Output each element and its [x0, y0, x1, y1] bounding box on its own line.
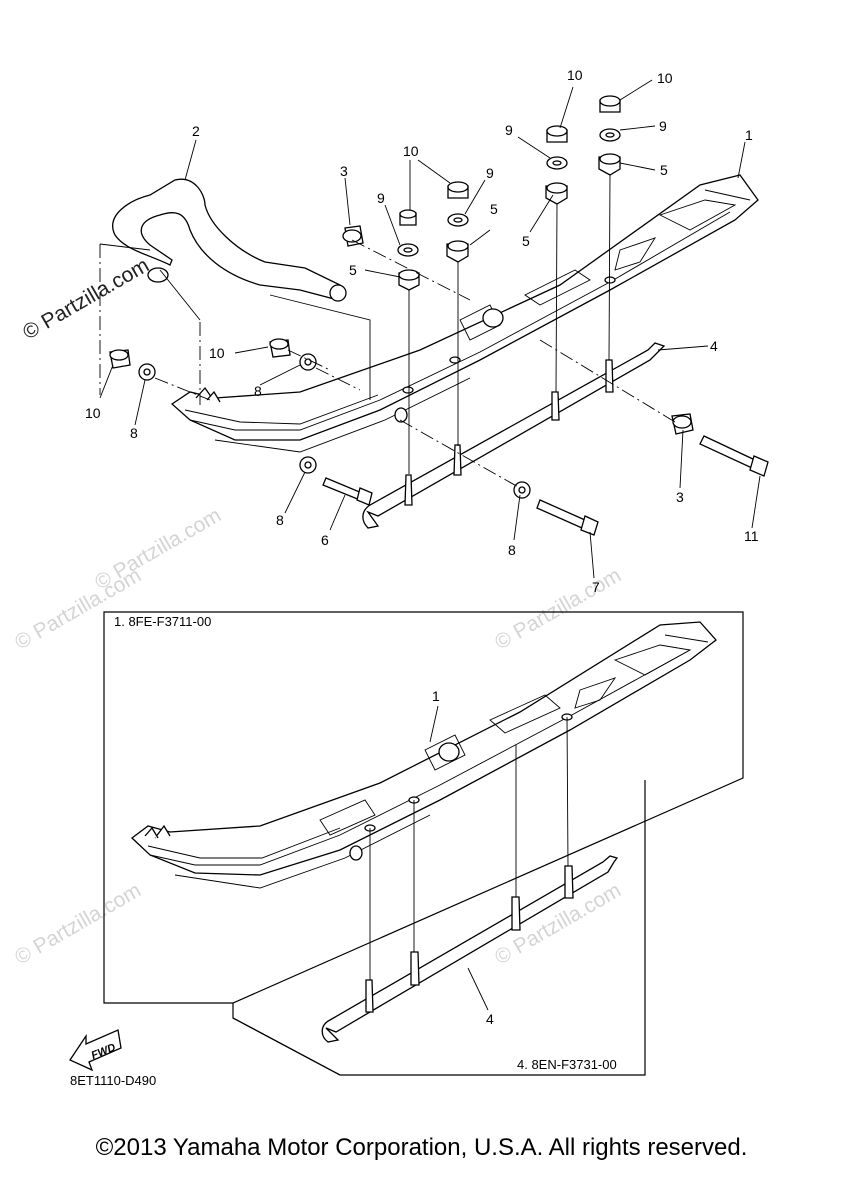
- watermark: © Partzilla.com: [91, 504, 225, 595]
- runner-part-number-label: 4. 8EN-F3731-00: [517, 1057, 617, 1072]
- callout-3: 3: [676, 489, 684, 505]
- ski-part-number-label: 1. 8FE-F3711-00: [114, 614, 211, 629]
- callouts-top: 1 2 3 3 4 5 5 5 5 6 7 8 8 8 8 9 9 9 9 10…: [85, 67, 759, 595]
- callout-9: 9: [505, 122, 513, 138]
- callout-5: 5: [522, 233, 530, 249]
- callout-10: 10: [85, 405, 101, 421]
- callout-7: 7: [592, 579, 600, 595]
- callout-leaders-top: [99, 79, 761, 579]
- callout-2: 2: [192, 123, 200, 139]
- ski-part-box: 1. 8FE-F3711-00 1: [103, 611, 744, 1004]
- callout-5: 5: [349, 262, 357, 278]
- callout-5: 5: [490, 201, 498, 217]
- watermark-main: © Partzilla.com: [19, 254, 153, 345]
- ski-handle: [99, 178, 371, 405]
- diagram-code: 8ET1110-D490: [70, 1073, 156, 1088]
- callout-8: 8: [130, 425, 138, 441]
- callout-8: 8: [508, 542, 516, 558]
- watermark: © Partzilla.com: [491, 564, 625, 655]
- callout-6: 6: [321, 532, 329, 548]
- callout-1: 1: [432, 688, 440, 704]
- callout-8: 8: [276, 512, 284, 528]
- watermark: © Partzilla.com: [11, 879, 145, 970]
- fwd-arrow-icon: FWD: [69, 1029, 122, 1072]
- callout-10: 10: [403, 143, 419, 159]
- callout-10: 10: [209, 345, 225, 361]
- callout-4: 4: [486, 1011, 494, 1027]
- callout-9: 9: [659, 118, 667, 134]
- callout-10: 10: [567, 67, 583, 83]
- runner-part-box: 4. 8EN-F3731-00 4: [232, 716, 646, 1076]
- callout-9: 9: [486, 165, 494, 181]
- callout-9: 9: [377, 190, 385, 206]
- callout-1: 1: [745, 127, 753, 143]
- callout-3: 3: [340, 163, 348, 179]
- fasteners-top: [109, 95, 769, 536]
- callout-10: 10: [657, 70, 673, 86]
- ski-body-top: [170, 174, 759, 453]
- callout-4: 4: [710, 338, 718, 354]
- callout-11: 11: [744, 528, 759, 544]
- copyright-notice: ©2013 Yamaha Motor Corporation, U.S.A. A…: [95, 1134, 748, 1161]
- callout-5: 5: [660, 162, 668, 178]
- callout-8: 8: [254, 383, 262, 399]
